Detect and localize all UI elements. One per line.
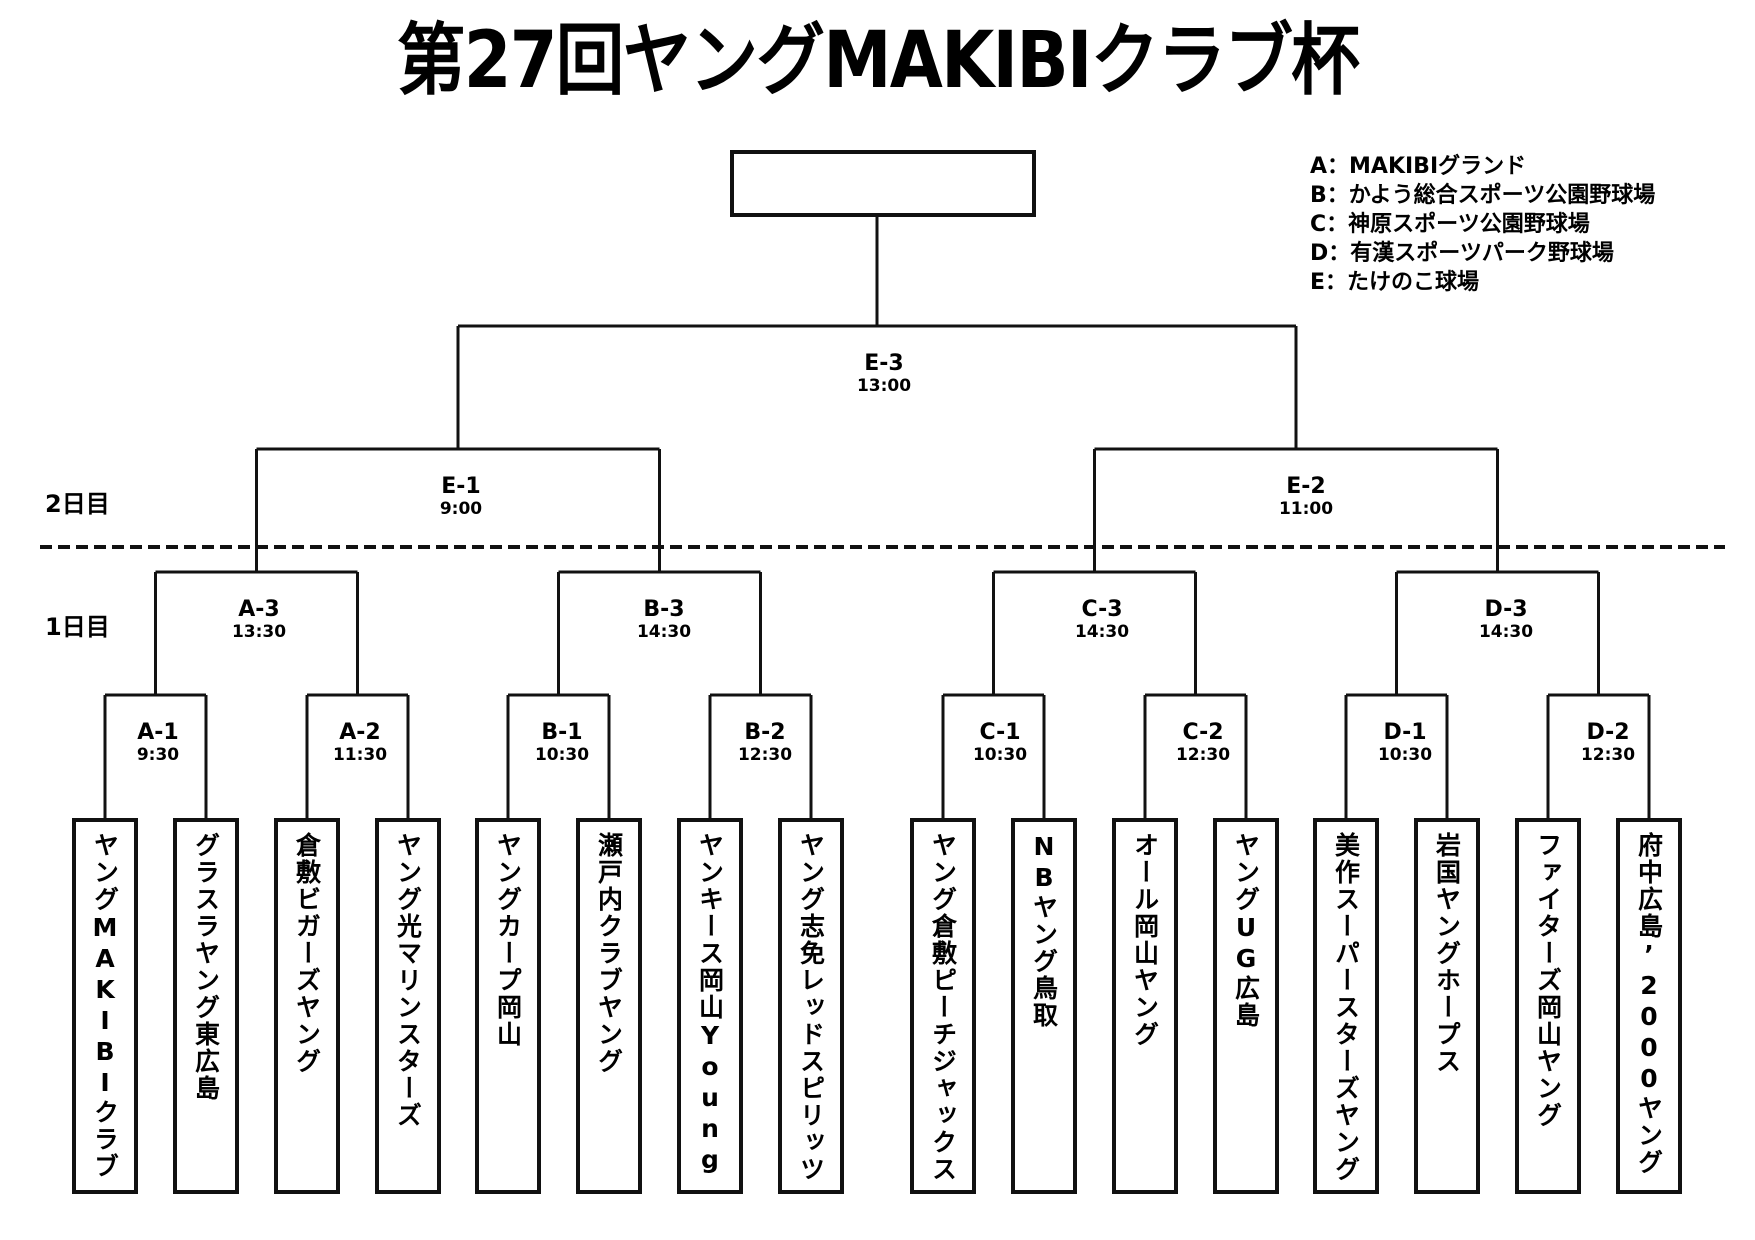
day2-label: 2日目 xyxy=(45,490,110,518)
match-time: 10:30 xyxy=(1377,745,1433,765)
match-quarter: A-3 13:30 xyxy=(231,597,287,643)
match-time: 12:30 xyxy=(1580,745,1636,765)
match-code: B-2 xyxy=(744,720,786,745)
team-box: NBヤング鳥取 xyxy=(1011,818,1077,1194)
match-first-round: A-2 11:30 xyxy=(332,720,388,766)
match-time: 13:00 xyxy=(856,376,912,396)
match-time: 11:30 xyxy=(332,745,388,765)
match-first-round: B-1 10:30 xyxy=(534,720,590,766)
match-code: E-3 xyxy=(864,351,904,376)
match-time: 10:30 xyxy=(972,745,1028,765)
match-quarter: C-3 14:30 xyxy=(1074,597,1130,643)
team-name: グラスラヤング東広島 xyxy=(191,832,221,1102)
match-code: A-2 xyxy=(339,720,381,745)
match-first-round: C-2 12:30 xyxy=(1175,720,1231,766)
match-code: D-2 xyxy=(1586,720,1630,745)
match-quarter: B-3 14:30 xyxy=(636,597,692,643)
day1-label: 1日目 xyxy=(45,613,110,641)
match-time: 14:30 xyxy=(1478,622,1534,642)
team-name: 倉敷ビガーズヤング xyxy=(292,832,322,1075)
team-box: ファイターズ岡山ヤング xyxy=(1515,818,1581,1194)
match-first-round: D-1 10:30 xyxy=(1377,720,1433,766)
match-code: C-3 xyxy=(1081,597,1123,622)
team-name: ヤング倉敷ピーチジャックス xyxy=(928,832,958,1183)
team-name: ヤングUG広島 xyxy=(1231,832,1261,1029)
team-box: ヤングMAKIBIクラブ xyxy=(72,818,138,1194)
venue-legend: A：MAKIBIグランド B：かよう総合スポーツ公園野球場 C：神原スポーツ公園… xyxy=(1310,152,1655,297)
match-semi: E-1 9:00 xyxy=(439,474,483,520)
team-box: 岩国ヤングホープス xyxy=(1414,818,1480,1194)
page-title: 第27回ヤングMAKIBIクラブ杯 xyxy=(396,16,1360,106)
team-name: オール岡山ヤング xyxy=(1130,832,1160,1048)
team-name: ファイターズ岡山ヤング xyxy=(1533,832,1563,1129)
legend-item-d: D：有漢スポーツパーク野球場 xyxy=(1310,241,1614,266)
team-name: ヤングMAKIBIクラブ xyxy=(90,832,120,1180)
match-code: A-3 xyxy=(238,597,280,622)
match-code: A-1 xyxy=(137,720,179,745)
team-box: ヤンキース岡山Young xyxy=(677,818,743,1194)
match-code: E-1 xyxy=(441,474,481,499)
team-box: ヤング志免レッドスピリッツ xyxy=(778,818,844,1194)
match-code: C-2 xyxy=(1182,720,1224,745)
team-box: ヤングカープ岡山 xyxy=(475,818,541,1194)
match-first-round: B-2 12:30 xyxy=(737,720,793,766)
legend-item-e: E：たけのこ球場 xyxy=(1310,270,1480,295)
team-name: ヤンキース岡山Young xyxy=(695,832,725,1176)
match-time: 14:30 xyxy=(1074,622,1130,642)
match-time: 11:00 xyxy=(1278,499,1334,519)
match-code: C-1 xyxy=(979,720,1021,745)
match-time: 9:00 xyxy=(439,499,483,519)
team-name: ヤングカープ岡山 xyxy=(493,832,523,1048)
match-first-round: A-1 9:30 xyxy=(136,720,180,766)
match-code: E-2 xyxy=(1286,474,1326,499)
legend-item-c: C：神原スポーツ公園野球場 xyxy=(1310,212,1590,237)
match-code: D-1 xyxy=(1383,720,1427,745)
match-first-round: D-2 12:30 xyxy=(1580,720,1636,766)
match-code: B-3 xyxy=(643,597,685,622)
team-name: ヤング光マリンスターズ xyxy=(393,832,423,1129)
team-name: ヤング志免レッドスピリッツ xyxy=(796,832,826,1183)
team-box: グラスラヤング東広島 xyxy=(173,818,239,1194)
team-name: 府中広島’2000ヤング xyxy=(1634,832,1664,1176)
team-box: 瀬戸内クラブヤング xyxy=(576,818,642,1194)
legend-item-a: A：MAKIBIグランド xyxy=(1310,154,1527,179)
team-name: 瀬戸内クラブヤング xyxy=(594,832,624,1075)
match-time: 10:30 xyxy=(534,745,590,765)
match-time: 9:30 xyxy=(136,745,180,765)
team-box: ヤングUG広島 xyxy=(1213,818,1279,1194)
match-code: B-1 xyxy=(541,720,583,745)
team-box: 倉敷ビガーズヤング xyxy=(274,818,340,1194)
match-code: D-3 xyxy=(1484,597,1528,622)
team-name: 美作スーパースターズヤング xyxy=(1331,832,1361,1183)
match-final: E-3 13:00 xyxy=(856,351,912,397)
team-name: NBヤング鳥取 xyxy=(1029,832,1059,1029)
team-box: オール岡山ヤング xyxy=(1112,818,1178,1194)
team-box: ヤング光マリンスターズ xyxy=(375,818,441,1194)
match-time: 12:30 xyxy=(737,745,793,765)
match-time: 12:30 xyxy=(1175,745,1231,765)
match-first-round: C-1 10:30 xyxy=(972,720,1028,766)
match-time: 13:30 xyxy=(231,622,287,642)
team-box: 美作スーパースターズヤング xyxy=(1313,818,1379,1194)
champion-box xyxy=(730,150,1036,217)
match-semi: E-2 11:00 xyxy=(1278,474,1334,520)
team-box: 府中広島’2000ヤング xyxy=(1616,818,1682,1194)
match-time: 14:30 xyxy=(636,622,692,642)
team-name: 岩国ヤングホープス xyxy=(1432,832,1462,1075)
match-quarter: D-3 14:30 xyxy=(1478,597,1534,643)
team-box: ヤング倉敷ピーチジャックス xyxy=(910,818,976,1194)
legend-item-b: B：かよう総合スポーツ公園野球場 xyxy=(1310,183,1656,208)
